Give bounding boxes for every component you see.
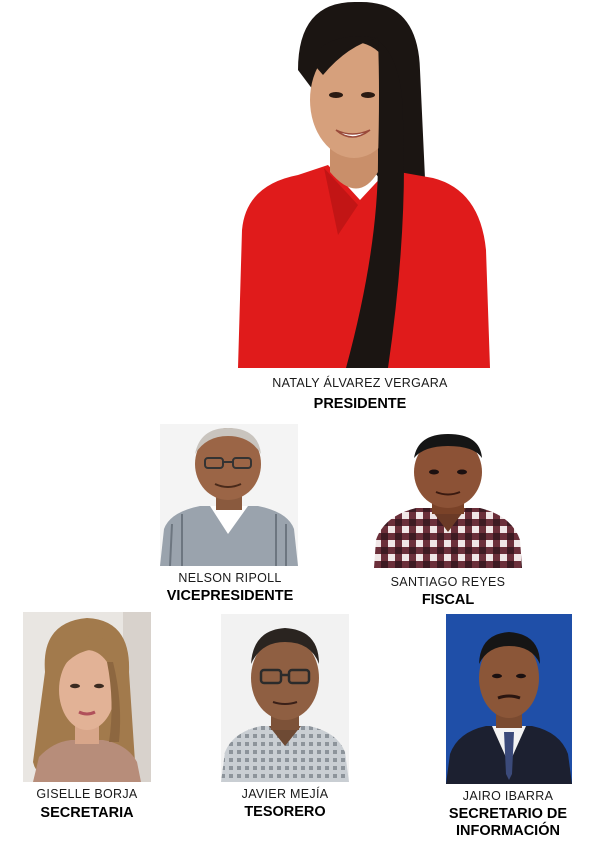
president-photo [228,0,492,368]
woman-long-hair-portrait-icon [23,612,151,782]
info-secretary-name: JAIRO IBARRA [462,789,554,803]
secretary-name: GISELLE BORJA [36,787,138,801]
woman-red-shirt-portrait-icon [228,0,492,368]
info-secretary-role-line1: SECRETARIO DE [448,806,568,822]
vicepresident-name: NELSON RIPOLL [178,571,282,585]
man-plaid-shirt-portrait-icon [374,428,522,568]
fiscal-name: SANTIAGO REYES [390,575,506,589]
fiscal-photo [374,428,522,568]
man-suit-blue-background-portrait-icon [446,614,572,784]
secretary-role: SECRETARIA [40,805,134,821]
treasurer-name: JAVIER MEJÍA [241,787,329,801]
info-secretary-role-line2: INFORMACIÓN [456,823,560,839]
fiscal-role: FISCAL [421,592,475,608]
president-name: NATALY ÁLVAREZ VERGARA [272,376,448,390]
secretary-photo [23,612,151,782]
man-glasses-checked-shirt-portrait-icon [221,614,349,782]
treasurer-photo [221,614,349,782]
vicepresident-role: VICEPRESIDENTE [166,588,294,604]
info-secretary-photo [446,614,572,784]
treasurer-role: TESORERO [244,804,326,820]
man-glasses-striped-shirt-portrait-icon [160,424,298,566]
president-role: PRESIDENTE [313,396,407,412]
vicepresident-photo [160,424,298,566]
